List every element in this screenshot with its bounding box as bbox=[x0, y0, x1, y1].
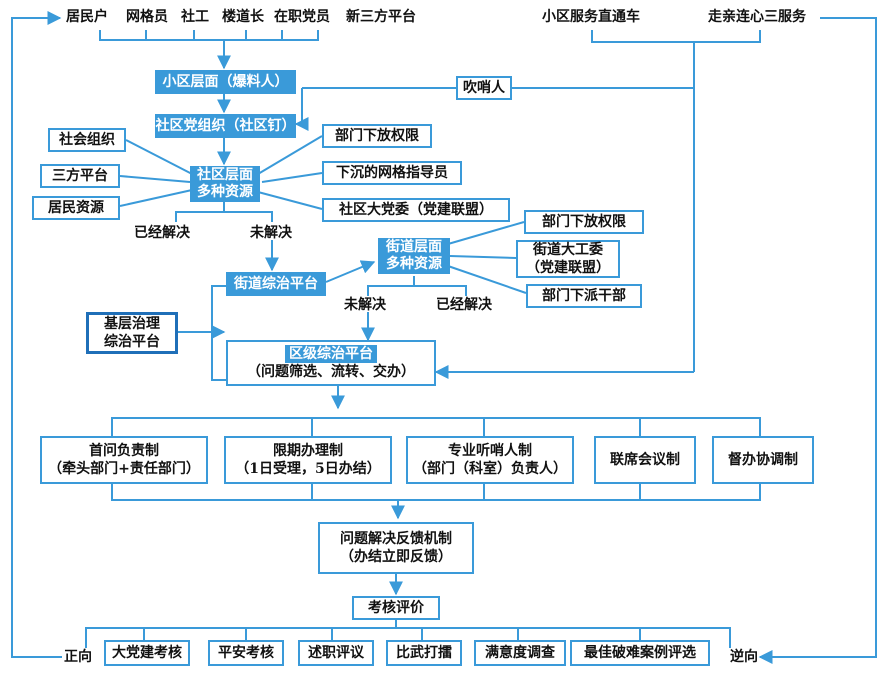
eval-item-label: 满意度调查 bbox=[485, 645, 555, 661]
eval-item-report-review: 述职评议 bbox=[298, 640, 374, 666]
eval-item-satisfaction: 满意度调查 bbox=[474, 640, 566, 666]
community-resolved-label: 已经解决 bbox=[134, 225, 190, 241]
community-center-line1: 社区层面 bbox=[197, 167, 253, 183]
street-center-line1: 街道层面 bbox=[386, 239, 442, 255]
street-dept-cadre-box: 部门下派干部 bbox=[526, 284, 642, 308]
eval-item-label: 比武打擂 bbox=[396, 645, 452, 661]
top-item-social-worker: 社工 bbox=[181, 9, 209, 25]
grassroots-line1: 基层治理 bbox=[104, 316, 160, 332]
top-item-service-bus: 小区服务直通车 bbox=[542, 9, 640, 25]
whistle-box: 吹哨人 bbox=[456, 76, 512, 100]
dept-authority-label: 部门下放权限 bbox=[335, 128, 419, 144]
top-item-party-member: 在职党员 bbox=[274, 9, 330, 25]
mechanism-title: 限期办理制 bbox=[273, 443, 343, 459]
eval-item-safety: 平安考核 bbox=[208, 640, 284, 666]
mechanism-supervision: 督办协调制 bbox=[712, 436, 814, 484]
district-title: 区级综治平台 bbox=[285, 345, 377, 363]
mechanism-title: 联席会议制 bbox=[610, 452, 680, 468]
eval-item-contest: 比武打擂 bbox=[386, 640, 462, 666]
third-party-box: 三方平台 bbox=[40, 164, 120, 188]
mechanism-title: 专业听哨人制 bbox=[448, 443, 532, 459]
community-center-box: 社区层面 多种资源 bbox=[190, 166, 260, 202]
whistle-label: 吹哨人 bbox=[463, 80, 505, 96]
xiaoqu-level-label: 小区层面（爆料人） bbox=[162, 73, 289, 90]
mechanism-title: 首问负责制 bbox=[89, 443, 159, 459]
grid-guide-box: 下沉的网格指导员 bbox=[322, 161, 462, 185]
eval-item-label: 平安考核 bbox=[218, 645, 274, 661]
eval-item-party-building: 大党建考核 bbox=[104, 640, 190, 666]
grassroots-line2: 综治平台 bbox=[104, 334, 160, 350]
social-org-label: 社会组织 bbox=[59, 132, 115, 148]
top-item-three-services: 走亲连心三服务 bbox=[708, 9, 806, 25]
mechanism-subtitle: （1日受理，5日办结） bbox=[235, 461, 381, 477]
feedback-line2: （办结立即反馈） bbox=[340, 549, 452, 565]
community-center-line2: 多种资源 bbox=[197, 184, 253, 200]
grid-guide-label: 下沉的网格指导员 bbox=[336, 165, 448, 181]
evaluation-title: 考核评价 bbox=[368, 600, 424, 616]
street-center-line2: 多种资源 bbox=[386, 256, 442, 272]
community-party-box: 社区党组织（社区钉） bbox=[155, 114, 296, 138]
top-item-new-platform: 新三方平台 bbox=[346, 9, 416, 25]
evaluation-box: 考核评价 bbox=[352, 596, 440, 620]
community-committee-label: 社区大党委（党建联盟） bbox=[339, 202, 493, 218]
mechanism-joint-meeting: 联席会议制 bbox=[594, 436, 696, 484]
eval-item-label: 述职评议 bbox=[308, 645, 364, 661]
district-subtitle: （问题筛选、流转、交办） bbox=[247, 364, 415, 380]
community-party-label: 社区党组织（社区钉） bbox=[155, 117, 296, 134]
mechanism-subtitle: （牵头部门+责任部门） bbox=[48, 461, 200, 477]
street-platform-box: 街道综治平台 bbox=[226, 272, 326, 296]
street-resolved-label: 已经解决 bbox=[436, 297, 492, 313]
reverse-label: 逆向 bbox=[730, 649, 758, 665]
feedback-line1: 问题解决反馈机制 bbox=[340, 531, 452, 547]
street-dept-authority-label: 部门下放权限 bbox=[542, 214, 626, 230]
street-platform-label: 街道综治平台 bbox=[234, 275, 318, 292]
street-committee-box: 街道大工委 （党建联盟） bbox=[516, 240, 620, 278]
top-item-residents: 居民户 bbox=[66, 9, 108, 25]
feedback-box: 问题解决反馈机制 （办结立即反馈） bbox=[318, 522, 474, 574]
mechanism-first-responsibility: 首问负责制 （牵头部门+责任部门） bbox=[40, 436, 208, 484]
resident-resources-label: 居民资源 bbox=[48, 200, 104, 216]
eval-item-label: 最佳破难案例评选 bbox=[584, 645, 696, 661]
social-org-box: 社会组织 bbox=[48, 128, 126, 152]
top-item-building-head: 楼道长 bbox=[222, 9, 264, 25]
district-platform-box: 区级综治平台 （问题筛选、流转、交办） bbox=[226, 340, 436, 386]
street-committee-line1: 街道大工委 bbox=[533, 242, 603, 258]
third-party-label: 三方平台 bbox=[52, 168, 108, 184]
street-committee-line2: （党建联盟） bbox=[526, 260, 610, 276]
grassroots-platform-box: 基层治理 综治平台 bbox=[86, 312, 178, 354]
community-unresolved-label: 未解决 bbox=[250, 225, 292, 241]
mechanism-title: 督办协调制 bbox=[728, 452, 798, 468]
eval-item-best-case: 最佳破难案例评选 bbox=[570, 640, 710, 666]
dept-authority-box: 部门下放权限 bbox=[322, 124, 432, 148]
mechanism-deadline: 限期办理制 （1日受理，5日办结） bbox=[224, 436, 392, 484]
forward-label: 正向 bbox=[64, 649, 92, 665]
street-center-box: 街道层面 多种资源 bbox=[378, 238, 450, 274]
mechanism-whistle-listener: 专业听哨人制 （部门（科室）负责人） bbox=[406, 436, 574, 484]
street-dept-cadre-label: 部门下派干部 bbox=[542, 288, 626, 304]
community-committee-box: 社区大党委（党建联盟） bbox=[322, 198, 510, 222]
mechanism-subtitle: （部门（科室）负责人） bbox=[413, 461, 567, 477]
resident-resources-box: 居民资源 bbox=[32, 196, 120, 220]
top-item-grid-staff: 网格员 bbox=[126, 9, 168, 25]
street-dept-authority-box: 部门下放权限 bbox=[524, 210, 644, 234]
xiaoqu-level-box: 小区层面（爆料人） bbox=[155, 70, 296, 94]
street-unresolved-label: 未解决 bbox=[344, 297, 386, 313]
eval-item-label: 大党建考核 bbox=[112, 645, 182, 661]
